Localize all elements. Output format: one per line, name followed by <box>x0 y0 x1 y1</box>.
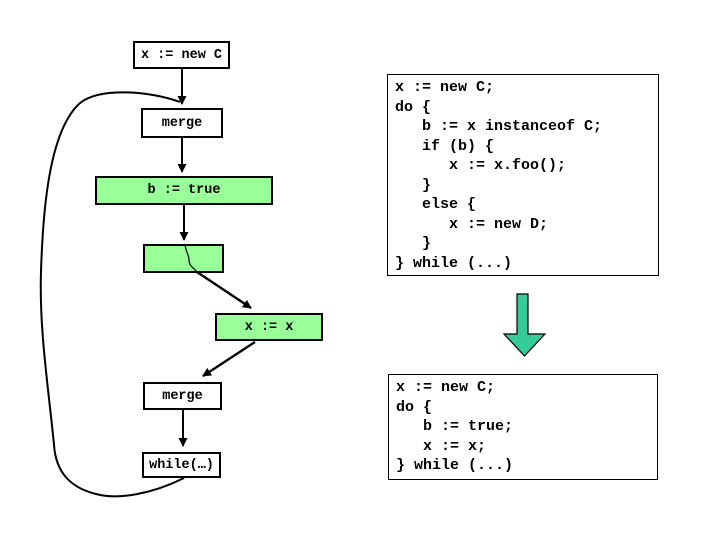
code-block-before: x := new C; do { b := x instanceof C; if… <box>387 74 659 276</box>
flow-node-while: while(…) <box>142 452 221 478</box>
flow-node-merge-bottom: merge <box>143 382 222 410</box>
transform-arrow-icon <box>502 293 547 357</box>
edge-empty-to-xx <box>196 271 252 309</box>
code-block-after: x := new C; do { b := true; x := x; } wh… <box>388 374 658 480</box>
flow-node-x-new-c: x := new C <box>133 41 230 69</box>
flow-node-merge-top: merge <box>141 108 223 138</box>
code-after-text: x := new C; do { b := true; x := x; } wh… <box>396 379 514 474</box>
code-before-text: x := new C; do { b := x instanceof C; if… <box>395 79 603 272</box>
flow-node-x-x: x := x <box>215 313 323 341</box>
edge-xx-to-merge2 <box>202 340 256 378</box>
edge-loop-back <box>39 91 185 498</box>
flow-node-b-true: b := true <box>95 176 273 205</box>
flow-node-empty <box>143 244 224 273</box>
